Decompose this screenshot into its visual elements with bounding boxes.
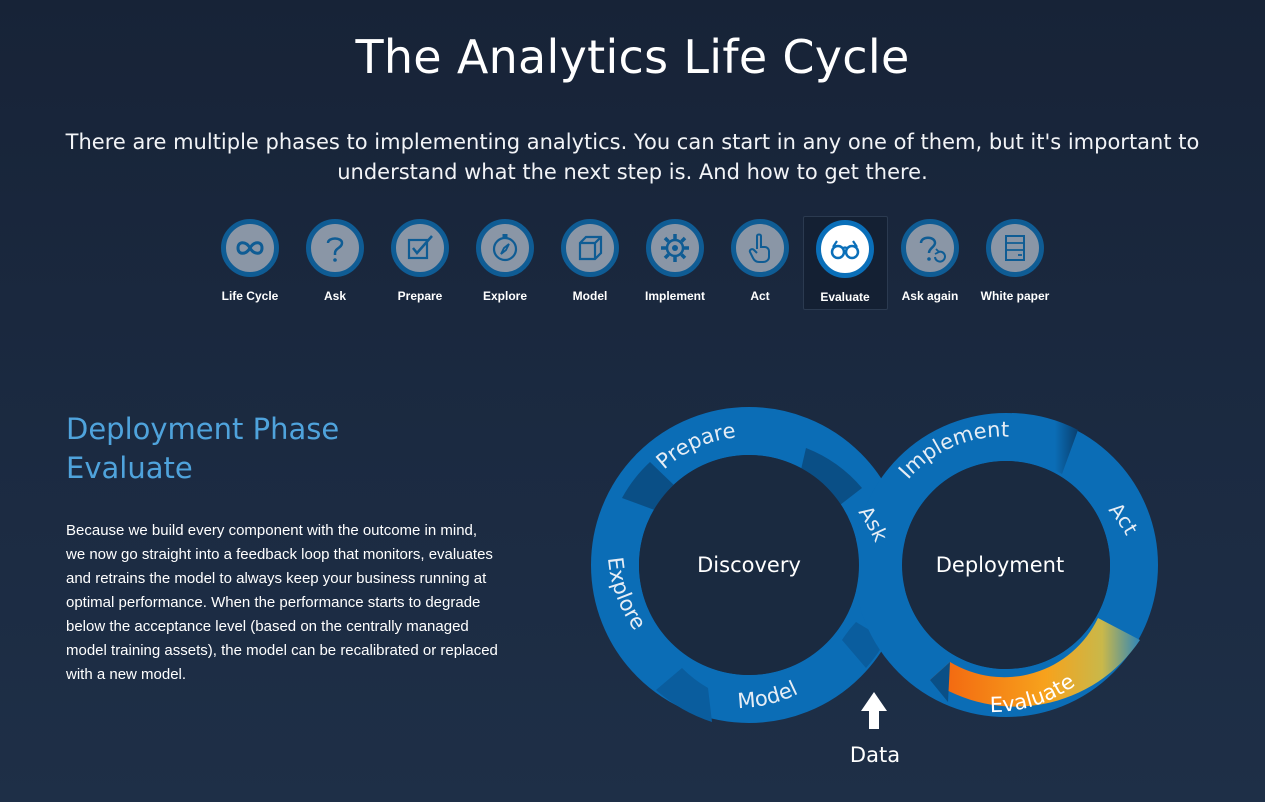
phase-description: Because we build every component with th… — [66, 522, 498, 683]
nav-label: Life Cycle — [221, 289, 279, 303]
page-title: The Analytics Life Cycle — [355, 30, 910, 84]
intro-text: There are multiple phases to implementin… — [65, 130, 1200, 184]
question-refresh-icon — [901, 219, 959, 277]
evaluate-segment — [930, 618, 1140, 707]
step-name: Evaluate — [66, 451, 193, 485]
discovery-label: Discovery — [697, 553, 801, 577]
infinity-icon — [221, 219, 279, 277]
hand-pointer-icon — [731, 219, 789, 277]
phase-heading: Deployment Phase Evaluate — [66, 410, 339, 488]
nav-label: Implement — [644, 289, 705, 303]
cube-icon — [561, 219, 619, 277]
nav-item-evaluate[interactable]: Evaluate — [802, 216, 888, 310]
nav-item-model[interactable]: Model — [548, 216, 633, 310]
nav-item-white-paper[interactable]: White paper — [973, 216, 1058, 310]
nav-label: Explore — [482, 289, 527, 303]
implement-segment — [1012, 413, 1078, 474]
data-label: Data — [850, 743, 900, 767]
nav-label: Act — [750, 289, 770, 303]
discovery-ring-shadow — [656, 668, 712, 722]
nav-label: Prepare — [397, 289, 443, 303]
discovery-ring-shadow — [800, 448, 862, 505]
nav-item-prepare[interactable]: Prepare — [378, 216, 463, 310]
up-arrow-icon — [861, 692, 887, 729]
nav-label: Ask again — [901, 289, 959, 303]
phase-nav: Life Cycle Ask Prepare Explore Model Imp… — [0, 216, 1265, 310]
gear-icon — [646, 219, 704, 277]
compass-icon — [476, 219, 534, 277]
checkbox-pencil-icon — [391, 219, 449, 277]
nav-item-ask-again[interactable]: Ask again — [888, 216, 973, 310]
document-icon — [986, 219, 1044, 277]
nav-label: Ask — [323, 289, 346, 303]
nav-item-ask[interactable]: Ask — [293, 216, 378, 310]
evaluate-segment-edge — [930, 662, 950, 702]
phase-name: Deployment Phase — [66, 412, 340, 446]
nav-label: Evaluate — [820, 290, 870, 304]
deployment-label: Deployment — [936, 553, 1064, 577]
nav-item-life-cycle[interactable]: Life Cycle — [208, 216, 293, 310]
nav-item-act[interactable]: Act — [718, 216, 803, 310]
discovery-center — [639, 455, 859, 675]
glasses-icon — [816, 220, 874, 278]
question-mark-icon — [306, 219, 364, 277]
nav-label: White paper — [980, 289, 1050, 303]
nav-item-implement[interactable]: Implement — [633, 216, 718, 310]
nav-item-explore[interactable]: Explore — [463, 216, 548, 310]
nav-label: Model — [572, 289, 608, 303]
deployment-center — [902, 461, 1110, 669]
